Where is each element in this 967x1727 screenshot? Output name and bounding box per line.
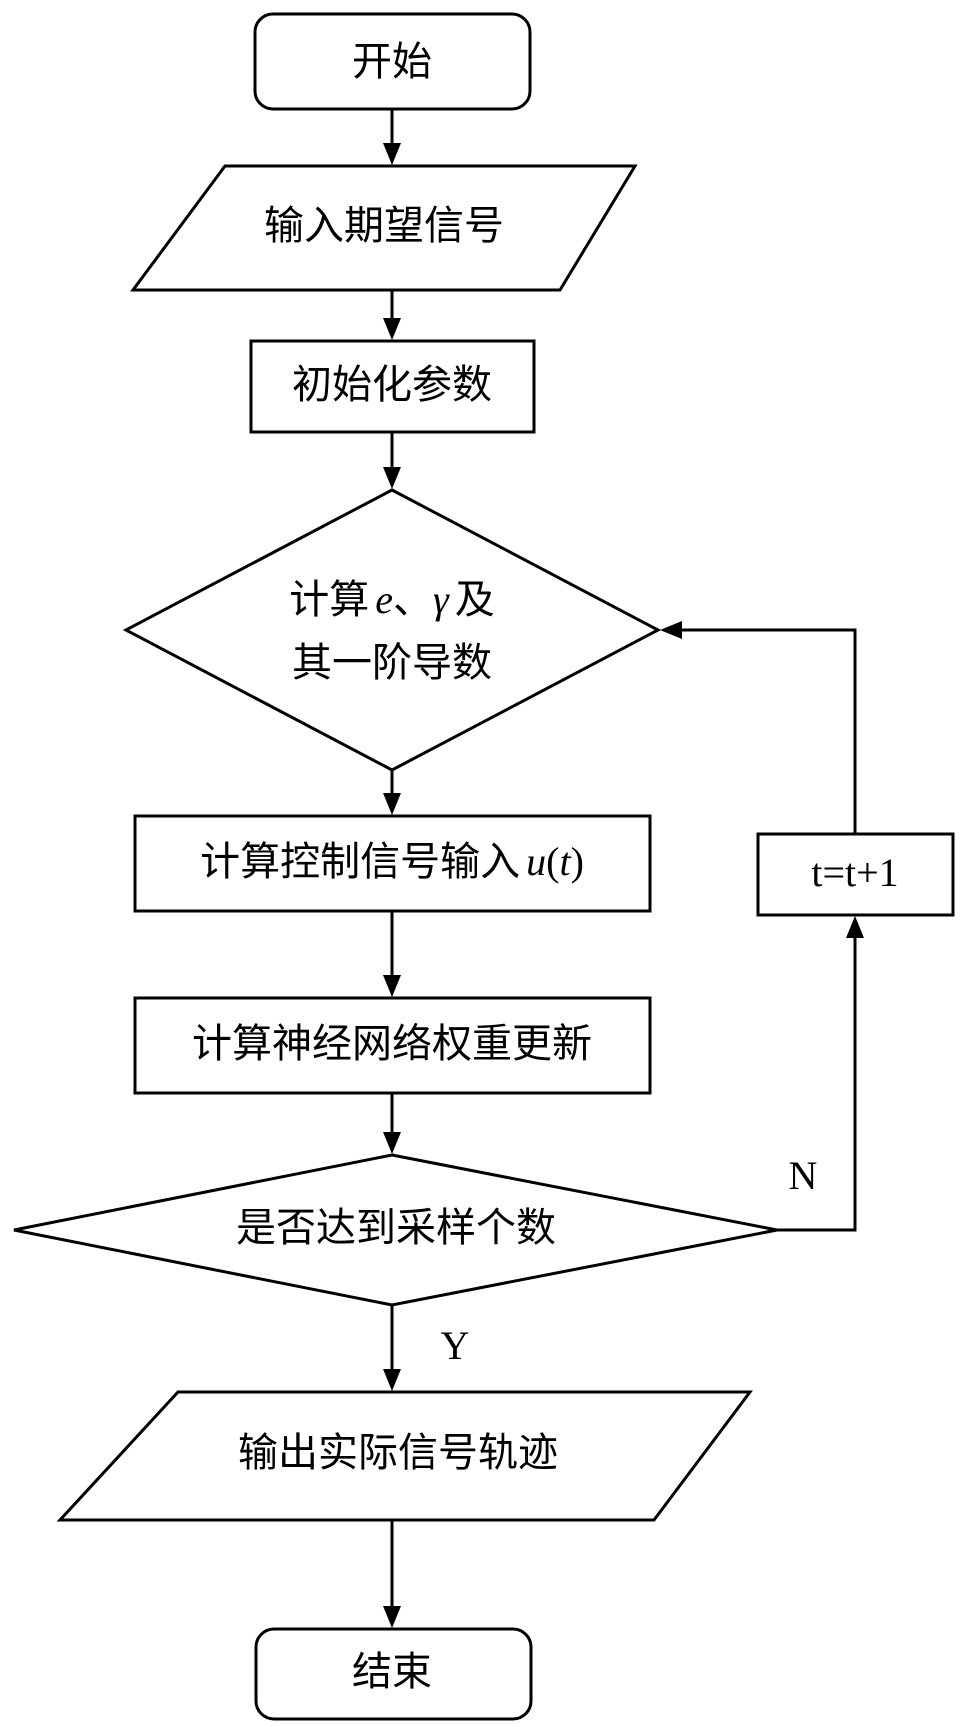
arrow-compute-control xyxy=(383,793,401,815)
control-var-u: u xyxy=(526,839,546,884)
control-text: 计算控制信号输入 xyxy=(200,839,520,884)
compute-line1: 计算e、γ及 xyxy=(289,577,495,622)
control-label: 计算控制信号输入u(t) xyxy=(200,839,584,884)
arrow-init-compute xyxy=(383,467,401,489)
arrow-increment-compute xyxy=(660,621,682,639)
compute-var-gamma: γ xyxy=(433,577,450,622)
arrow-weights-decision xyxy=(383,1132,401,1154)
compute-line2: 其一阶导数 xyxy=(292,640,492,685)
output-label: 输出实际信号轨迹 xyxy=(238,1430,558,1475)
increment-label: t=t+1 xyxy=(811,850,898,895)
control-paren-close: ) xyxy=(571,839,584,884)
arrow-decision-output xyxy=(383,1369,401,1391)
weights-label: 计算神经网络权重更新 xyxy=(192,1021,592,1066)
compute-var-e: e xyxy=(375,577,393,622)
control-paren-open: ( xyxy=(546,839,559,884)
compute-diamond xyxy=(126,490,658,770)
yes-label: Y xyxy=(441,1323,470,1368)
arrow-output-end xyxy=(383,1606,401,1628)
no-label: N xyxy=(789,1153,818,1198)
arrow-input-init xyxy=(383,318,401,340)
compute-prefix: 计算 xyxy=(289,577,369,622)
input-label: 输入期望信号 xyxy=(264,203,504,248)
compute-sep: 、 xyxy=(393,577,433,622)
arrow-start-input xyxy=(383,143,401,165)
edge-increment-compute xyxy=(682,630,855,834)
arrow-control-weights xyxy=(383,975,401,997)
end-label: 结束 xyxy=(352,1649,432,1694)
arrow-decision-increment xyxy=(846,916,864,938)
decision-label: 是否达到采样个数 xyxy=(236,1205,556,1250)
compute-suffix: 及 xyxy=(455,577,495,622)
start-label: 开始 xyxy=(352,39,432,84)
init-label: 初始化参数 xyxy=(292,362,492,407)
